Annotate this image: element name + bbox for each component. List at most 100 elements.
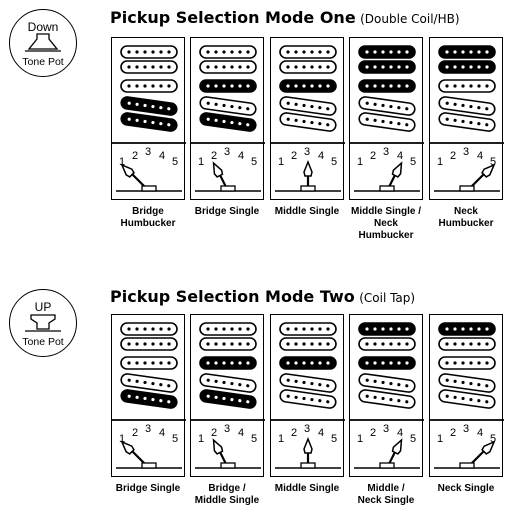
selector-lever-icon bbox=[120, 163, 157, 192]
pot-state-label: Down bbox=[27, 20, 59, 34]
active-coil-icon bbox=[120, 112, 178, 132]
position-caption-line: Bridge bbox=[132, 206, 164, 217]
selector-lever-icon bbox=[459, 440, 496, 469]
selector-number: 4 bbox=[159, 150, 165, 162]
position-caption-line: Middle Single / bbox=[350, 206, 421, 217]
position-caption: Middle /Neck Single bbox=[343, 483, 429, 507]
selector-number: 3 bbox=[383, 146, 389, 158]
selector-number: 5 bbox=[331, 433, 337, 445]
inactive-coil-icon bbox=[279, 112, 337, 132]
active-coil-icon bbox=[199, 389, 257, 409]
selector-number: 1 bbox=[437, 433, 443, 445]
selector-number: 5 bbox=[251, 156, 257, 168]
selector-number: 2 bbox=[450, 150, 456, 162]
selector-lever-icon bbox=[379, 438, 403, 469]
position-caption-line: Humbucker bbox=[358, 230, 414, 241]
position-caption-line: Middle Single bbox=[274, 206, 340, 217]
inactive-coil-icon bbox=[279, 96, 337, 116]
inactive-coil-icon bbox=[279, 337, 337, 351]
selector-number: 3 bbox=[463, 423, 469, 435]
active-coil-icon bbox=[358, 45, 416, 59]
position-caption-line: Middle Single bbox=[274, 483, 340, 494]
inactive-coil-icon bbox=[438, 389, 496, 409]
inactive-coil-icon bbox=[120, 45, 178, 59]
active-coil-icon bbox=[279, 356, 337, 370]
inactive-coil-icon bbox=[199, 60, 257, 74]
position-caption-line: Neck Single bbox=[357, 495, 415, 506]
inactive-coil-icon bbox=[199, 337, 257, 351]
selector-number: 3 bbox=[383, 423, 389, 435]
selector-number: 4 bbox=[477, 427, 483, 439]
tone-pot-diagram: Down Tone Pot bbox=[9, 9, 77, 77]
inactive-coil-icon bbox=[438, 337, 496, 351]
inactive-coil-icon bbox=[438, 112, 496, 132]
selector-number: 1 bbox=[357, 156, 363, 168]
selector-lever-icon bbox=[300, 436, 316, 469]
selector-number: 5 bbox=[331, 156, 337, 168]
selector-lever-icon bbox=[120, 440, 157, 469]
inactive-coil-icon bbox=[438, 373, 496, 393]
position-caption: Bridge Single bbox=[184, 206, 270, 218]
position-caption-line: Middle Single bbox=[194, 495, 260, 506]
inactive-coil-icon bbox=[120, 79, 178, 93]
section-title: Pickup Selection Mode Two (Coil Tap) bbox=[110, 287, 415, 307]
inactive-coil-icon bbox=[279, 389, 337, 409]
selector-number: 2 bbox=[450, 427, 456, 439]
active-coil-icon bbox=[199, 79, 257, 93]
selector-number: 1 bbox=[198, 433, 204, 445]
selector-number: 2 bbox=[370, 427, 376, 439]
position-caption-line: Humbucker bbox=[120, 218, 176, 229]
tone-pot-knob-icon bbox=[25, 314, 61, 332]
position-caption: Middle Single bbox=[264, 483, 350, 495]
selector-number: 3 bbox=[304, 423, 310, 435]
active-coil-icon bbox=[358, 60, 416, 74]
position-caption-line: Neck bbox=[374, 218, 398, 229]
selector-number: 1 bbox=[119, 433, 125, 445]
selector-number: 5 bbox=[172, 156, 178, 168]
position-caption-line: Bridge Single bbox=[115, 483, 181, 494]
active-coil-icon bbox=[279, 79, 337, 93]
inactive-coil-icon bbox=[438, 356, 496, 370]
active-coil-icon bbox=[358, 356, 416, 370]
position-caption-line: Bridge Single bbox=[194, 206, 260, 217]
selector-lever-icon bbox=[379, 161, 403, 192]
active-coil-icon bbox=[438, 322, 496, 336]
selector-number: 4 bbox=[318, 427, 324, 439]
position-caption: Middle Single bbox=[264, 206, 350, 218]
position-caption: Bridge /Middle Single bbox=[184, 483, 270, 507]
selector-number: 3 bbox=[224, 146, 230, 158]
selector-number: 1 bbox=[278, 156, 284, 168]
active-coil-icon bbox=[438, 60, 496, 74]
inactive-coil-icon bbox=[279, 45, 337, 59]
inactive-coil-icon bbox=[120, 356, 178, 370]
inactive-coil-icon bbox=[279, 322, 337, 336]
selector-number: 4 bbox=[318, 150, 324, 162]
inactive-coil-icon bbox=[120, 337, 178, 351]
inactive-coil-icon bbox=[120, 322, 178, 336]
selector-number: 2 bbox=[132, 427, 138, 439]
active-coil-icon bbox=[199, 112, 257, 132]
selector-number: 5 bbox=[490, 156, 496, 168]
inactive-coil-icon bbox=[199, 373, 257, 393]
active-coil-icon bbox=[120, 389, 178, 409]
selector-number: 2 bbox=[132, 150, 138, 162]
section-title-main: Pickup Selection Mode Two bbox=[110, 287, 355, 306]
selector-number: 3 bbox=[145, 423, 151, 435]
position-caption-line: Humbucker bbox=[438, 218, 494, 229]
selector-number: 2 bbox=[211, 150, 217, 162]
selector-number: 5 bbox=[410, 433, 416, 445]
